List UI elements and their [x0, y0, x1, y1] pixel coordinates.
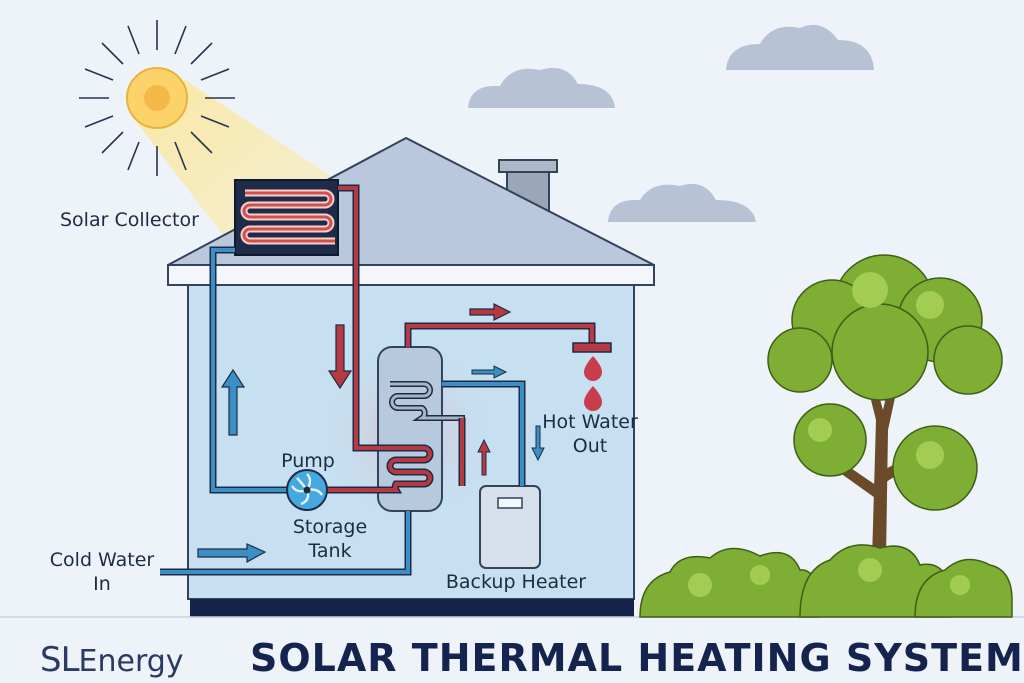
- storage-tank-label: Storage Tank: [280, 515, 380, 563]
- arrow-up-icon: [220, 368, 246, 436]
- faucet: [572, 342, 612, 353]
- logo-word: Energy: [78, 644, 184, 679]
- water-drop-icon: [584, 386, 602, 411]
- pump-icon: [286, 469, 328, 511]
- solar-collector-label: Solar Collector: [60, 209, 199, 231]
- cold-pipe-solar-return: [209, 246, 288, 494]
- cloud-icon: [608, 183, 756, 222]
- tank-cold-coil: [389, 381, 465, 482]
- cloud-icon: [468, 67, 615, 108]
- solar-collector: [234, 179, 339, 256]
- pump-label: Pump: [281, 450, 335, 472]
- hot-water-out-label-line1: Hot Water: [542, 411, 638, 433]
- bushes: [639, 544, 1013, 618]
- cold-water-in-label-line2: In: [93, 573, 111, 595]
- cloud-icon: [726, 24, 874, 70]
- arrow-right-icon: [197, 543, 267, 564]
- arrow-right-icon: [469, 303, 512, 321]
- logo-mark: SL: [40, 640, 80, 680]
- storage-tank-label-line1: Storage: [292, 516, 368, 538]
- hot-water-out-pipe: [404, 322, 596, 347]
- hot-water-out-label-line2: Out: [572, 435, 608, 457]
- diagram-title: SOLAR THERMAL HEATING SYSTEM: [250, 636, 1024, 680]
- cold-water-in-pipe: [160, 511, 412, 576]
- arrow-down-icon: [327, 324, 353, 390]
- hot-pipe-solar-loop: [338, 184, 378, 452]
- cold-water-in-label: Cold Water In: [40, 548, 164, 596]
- backup-heater-label: Backup Heater: [445, 571, 587, 593]
- arrow-right-icon: [471, 365, 508, 379]
- storage-tank-label-line2: Tank: [308, 540, 352, 562]
- tree-highlights: [808, 272, 944, 469]
- arrow-down-icon: [531, 425, 545, 462]
- cold-pipe-heater-feed: [442, 380, 526, 486]
- tank-heating-coil: [378, 444, 434, 494]
- sun-icon: [79, 20, 235, 176]
- bush-highlights: [688, 558, 970, 597]
- backup-heater: [479, 485, 541, 569]
- cold-water-in-label-line1: Cold Water: [49, 549, 155, 571]
- arrow-up-icon: [477, 438, 491, 476]
- hot-water-out-label: Hot Water Out: [532, 410, 648, 458]
- house-foundation: [190, 599, 634, 617]
- sl-energy-logo: SLEnergy: [40, 640, 184, 680]
- water-drop-icon: [584, 356, 602, 381]
